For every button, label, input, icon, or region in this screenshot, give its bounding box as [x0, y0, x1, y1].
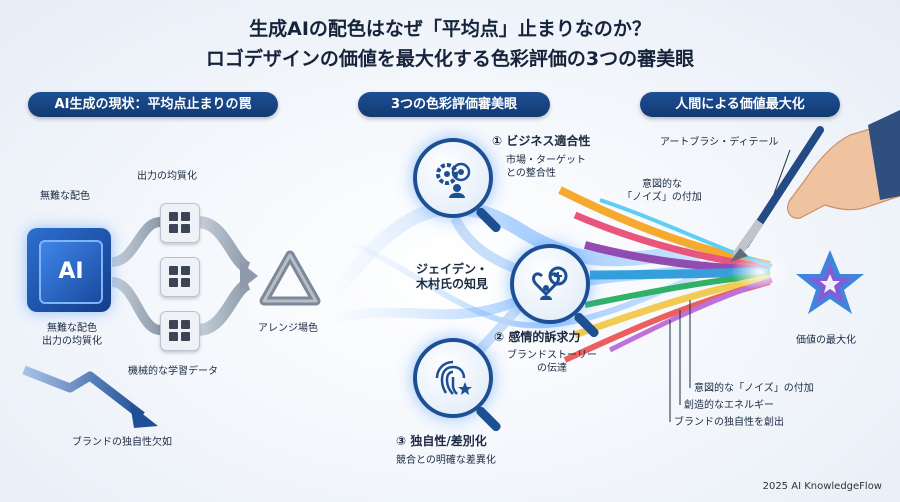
label-mechanical-data: 機械的な学習データ — [128, 366, 218, 377]
label-noise-line2: 「ノイズ」の付加 — [622, 192, 702, 203]
grid-tile-bottom — [160, 311, 200, 351]
hand-with-brush-illustration — [730, 110, 900, 262]
page-title-line1: 生成AIの配色はなぜ「平均点」止まりなのか？ — [249, 18, 651, 40]
neutral-triangle-logo — [259, 250, 321, 306]
label-brand-lack: ブランドの独自性欠如 — [72, 437, 172, 448]
label-chip-bottom: 無難な配色 出力の均質化 — [32, 322, 112, 348]
item1-subtitle-line2: との整合性 — [506, 168, 556, 179]
item2-subtitle: ブランドストーリー の伝達 — [492, 349, 612, 375]
ai-chip-label: AI — [39, 240, 103, 304]
expert-label: ジェイデン・ 木村氏の知見 — [392, 262, 512, 292]
item2-title: ② 感情的訴求力 — [494, 330, 581, 344]
item2-subtitle-line2: の伝達 — [537, 363, 567, 374]
label-uniform-output: 出力の均質化 — [137, 171, 197, 182]
item1-title: ① ビジネス適合性 — [492, 134, 591, 148]
ai-chip: AI — [27, 228, 111, 312]
flow-arrow-top — [111, 217, 161, 267]
decline-arrow — [22, 365, 145, 420]
bullet-intentional-noise: 意図的な「ノイズ」の付加 — [694, 383, 814, 394]
bullet-brand-uniqueness: ブランドの独自性を創出 — [674, 417, 784, 428]
fingerprint-star-icon — [435, 360, 472, 395]
item1-subtitle-line1: 市場・ターゲット — [506, 155, 586, 166]
middle-section-header: 3つの色彩評価審美眼 — [358, 92, 550, 117]
label-dull-color: 無難な配色 — [40, 191, 90, 202]
bullet-creative-energy: 創造的なエネルギー — [684, 400, 774, 411]
label-chip-bottom-line2: 出力の均質化 — [42, 336, 102, 347]
color-burst — [558, 186, 790, 363]
gear-target-icon — [436, 162, 471, 198]
label-noise-line1: 意図的な — [642, 179, 682, 190]
circle-uniqueness — [413, 338, 493, 418]
grid-tile-middle — [160, 257, 200, 297]
label-brush-detail: アートブラシ・ディテール — [660, 137, 779, 148]
item1-subtitle: 市場・ターゲット との整合性 — [506, 154, 586, 180]
label-value-max: 価値の最大化 — [796, 335, 856, 346]
circle-business-fit — [413, 138, 493, 218]
page-title-line2: ロゴデザインの価値を最大化する色彩評価の3つの審美眼 — [205, 48, 695, 70]
label-chip-bottom-line1: 無難な配色 — [47, 323, 97, 334]
credit: 2025 AI KnowledgeFlow — [762, 481, 882, 492]
label-arrange: アレンジ場色 — [258, 323, 318, 334]
expert-label-line2: 木村氏の知見 — [415, 277, 488, 291]
label-noise: 意図的な 「ノイズ」の付加 — [612, 178, 712, 204]
heart-brain-icon — [532, 266, 568, 300]
right-section-header: 人間による価値最大化 — [640, 92, 840, 117]
item2-subtitle-line1: ブランドストーリー — [507, 350, 597, 361]
item3-subtitle: 競合との明確な差異化 — [396, 455, 496, 466]
left-section-header: AI生成の現状：平均点止まりの罠 — [28, 92, 278, 117]
grid-tile-top — [160, 203, 200, 243]
item3-title: ③ 独自性/差別化 — [396, 434, 487, 448]
flow-arrow-bottom — [111, 277, 162, 335]
value-star-logo — [796, 250, 864, 314]
expert-label-line1: ジェイデン・ — [415, 262, 488, 276]
circle-emotional-appeal — [510, 244, 590, 324]
